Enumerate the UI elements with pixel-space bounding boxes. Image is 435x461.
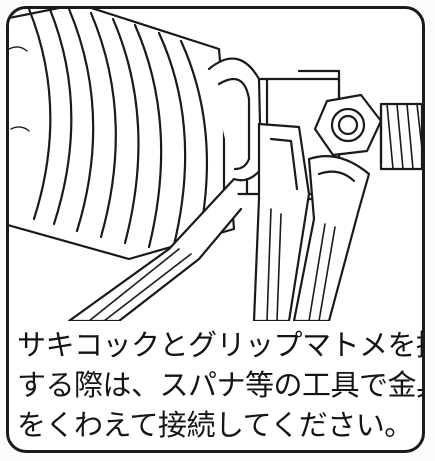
right-spanner [292, 155, 371, 321]
caption-line-2: する際は、スパナ等の工具で金具部 [17, 368, 422, 402]
grip-hose-body [9, 9, 236, 261]
caption-line-3: をくわえて接続してください。 [17, 408, 413, 442]
wrench-tightening-illustration [9, 9, 422, 321]
instruction-caption: サキコックとグリップマトメを接続 する際は、スパナ等の工具で金具部 をくわえて接… [17, 325, 422, 445]
instruction-panel: サキコックとグリップマトメを接続 する際は、スパナ等の工具で金具部 をくわえて接… [6, 6, 425, 453]
caption-line-1: サキコックとグリップマトメを接続 [17, 328, 422, 362]
middle-spanner [252, 122, 311, 321]
